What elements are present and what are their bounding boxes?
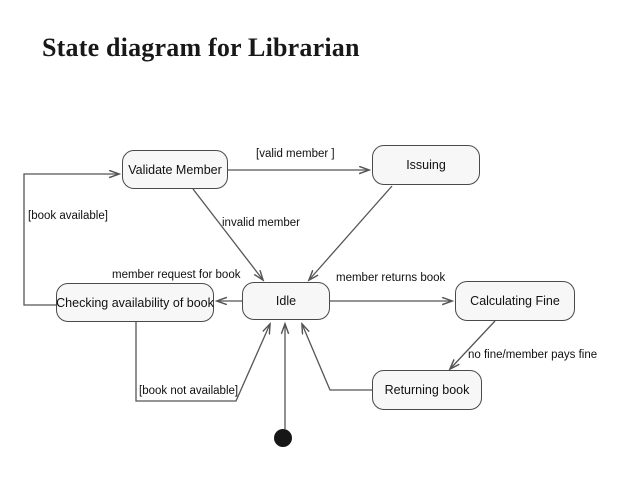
state-checking-availability[interactable]: Checking availability of book <box>56 283 214 322</box>
edge-issuing-to-idle <box>309 185 393 280</box>
initial-state-dot[interactable] <box>274 429 292 447</box>
state-returning-book[interactable]: Returning book <box>372 370 482 410</box>
edge-book-available <box>23 174 119 306</box>
edge-label-member-returns-book: member returns book <box>336 272 446 284</box>
state-issuing-label: Issuing <box>406 158 446 172</box>
edge-label-book-not-available: [book not available] <box>139 385 239 397</box>
state-calculating-fine-label: Calculating Fine <box>470 294 560 308</box>
edge-no-fine-member-pays-fine <box>450 320 496 369</box>
state-issuing[interactable]: Issuing <box>372 145 480 185</box>
state-returning-book-label: Returning book <box>384 383 470 397</box>
edge-label-invalid-member: invalid member <box>222 217 300 229</box>
edge-returning-to-idle <box>302 324 372 391</box>
edge-label-valid-member: [valid member ] <box>256 148 335 160</box>
page-title: State diagram for Librarian <box>42 33 360 62</box>
state-calculating-fine[interactable]: Calculating Fine <box>455 281 575 321</box>
edge-label-member-request-for-book: member request for book <box>112 269 241 281</box>
edge-invalid-member <box>192 188 263 280</box>
edge-book-not-available <box>135 322 270 402</box>
edge-label-book-available: [book available] <box>28 210 108 222</box>
state-checking-availability-label: Checking availability of book <box>56 295 214 310</box>
state-idle-label: Idle <box>275 294 297 308</box>
state-validate-member[interactable]: Validate Member <box>122 150 228 189</box>
state-idle[interactable]: Idle <box>242 282 330 320</box>
state-validate-member-label: Validate Member <box>128 162 222 177</box>
edge-label-no-fine-member-pays-fine: no fine/member pays fine <box>468 349 598 361</box>
